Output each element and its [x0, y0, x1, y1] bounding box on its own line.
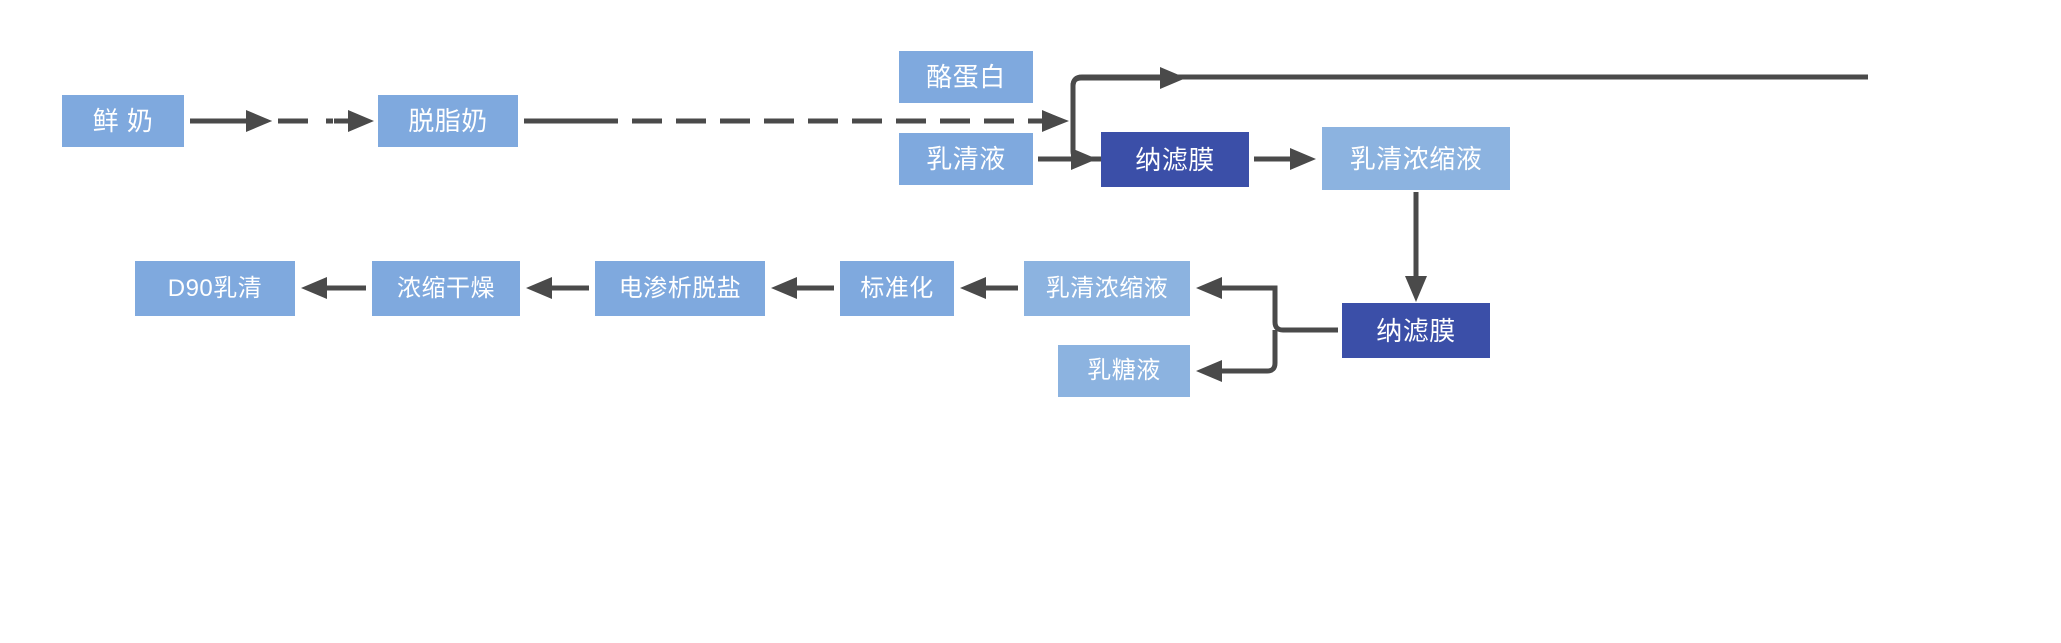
node-d90-whey[interactable]: D90乳清 — [135, 261, 295, 316]
edge-nf2-whey-concentrate2 — [1196, 277, 1338, 333]
node-lactose-liquid[interactable]: 乳糖液 — [1058, 345, 1190, 397]
edge-fresh-milk-to-skim-milk — [190, 112, 373, 130]
node-skim-milk[interactable]: 脱脂奶 — [378, 95, 518, 147]
node-whey-concentrate-2[interactable]: 乳清浓缩液 — [1024, 261, 1190, 316]
edge-whey-liquid-nf1 — [1038, 148, 1097, 170]
edge-whey-concentrate2-standardization — [960, 277, 1018, 299]
edge-electrodialysis-concentrate-dry — [526, 277, 589, 299]
node-whey-liquid[interactable]: 乳清液 — [899, 133, 1033, 185]
node-casein[interactable]: 酪蛋白 — [899, 51, 1033, 103]
node-nf-membrane-1[interactable]: 纳滤膜 — [1101, 132, 1249, 187]
edge-skim-milk-split — [526, 110, 1068, 132]
node-concentrate-dry[interactable]: 浓缩干燥 — [372, 261, 520, 316]
edge-split-to-casein-and-whey — [1070, 74, 1868, 121]
edge-nf2-lactose — [1196, 330, 1278, 382]
node-fresh-milk[interactable]: 鲜 奶 — [62, 95, 184, 147]
node-electrodialysis[interactable]: 电渗析脱盐 — [595, 261, 765, 316]
edge-fresh-milk-skim-milk — [192, 110, 374, 132]
edge-skim-milk-to-split — [524, 112, 1069, 130]
node-standardization[interactable]: 标准化 — [840, 261, 954, 316]
edge-split-casein — [1070, 67, 1186, 121]
edge-nf1-whey-concentrate1 — [1254, 148, 1316, 170]
node-whey-concentrate-1[interactable]: 乳清浓缩液 — [1322, 127, 1510, 190]
edge-concentrate-dry-d90 — [301, 277, 366, 299]
edge-standardization-electrodialysis — [771, 277, 834, 299]
node-nf-membrane-2[interactable]: 纳滤膜 — [1342, 303, 1490, 358]
edge-whey-concentrate1-nf2 — [1405, 192, 1427, 302]
